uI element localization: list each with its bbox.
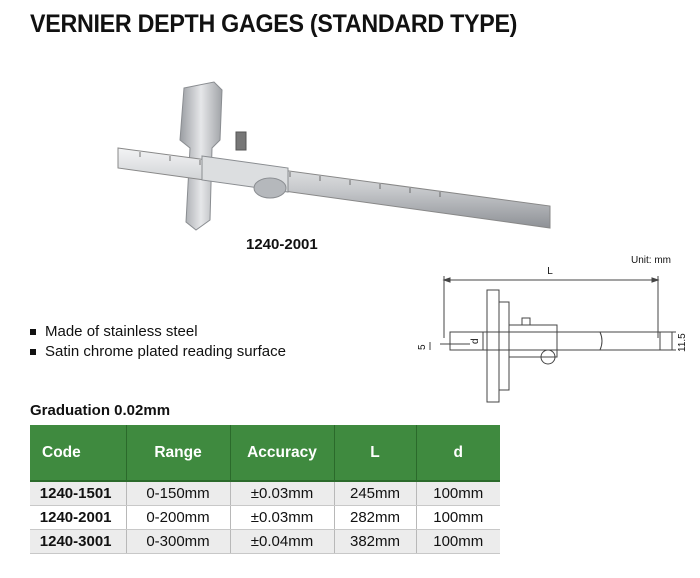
table-header-row: Code Range Accuracy L d [30,425,500,482]
table-row: 1240-2001 0-200mm ±0.03mm 282mm 100mm [30,505,500,530]
feature-list: Made of stainless steel Satin chrome pla… [30,322,286,362]
cell-d: 100mm [416,481,500,506]
bullet-square-icon [30,329,36,335]
cell-code: 1240-1501 [30,481,127,506]
base-plate [486,289,500,403]
feature-item: Satin chrome plated reading surface [30,342,286,362]
product-image [117,81,551,231]
bullet-square-icon [30,349,36,355]
cell-l: 245mm [334,481,417,506]
cell-accuracy: ±0.03mm [230,481,335,506]
cell-accuracy: ±0.03mm [230,505,335,530]
dim-l-text: L [547,266,553,277]
cell-accuracy: ±0.04mm [230,529,335,554]
header-code: Code [30,425,127,482]
cell-d: 100mm [416,505,500,530]
table-row: 1240-1501 0-150mm ±0.03mm 245mm 100mm [30,481,500,506]
spec-table: Code Range Accuracy L d 1240-1501 0-150m… [30,425,500,554]
cell-range: 0-300mm [126,529,231,554]
cell-l: 282mm [334,505,417,530]
dim-5-text: 5 [417,344,428,350]
product-model-label: 1240-2001 [246,236,318,253]
table-row: 1240-3001 0-300mm ±0.04mm 382mm 100mm [30,529,500,554]
header-l: L [334,425,417,482]
cell-code: 1240-2001 [30,505,127,530]
cell-range: 0-200mm [126,505,231,530]
cell-l: 382mm [334,529,417,554]
dim-d-text: d [470,338,481,344]
feature-item: Made of stainless steel [30,322,286,342]
header-d: d [416,425,500,482]
header-accuracy: Accuracy [230,425,335,482]
header-range: Range [126,425,231,482]
beam [449,331,661,351]
page-title: VERNIER DEPTH GAGES (STANDARD TYPE) [30,10,518,38]
cell-d: 100mm [416,529,500,554]
cell-code: 1240-3001 [30,529,127,554]
feature-text: Made of stainless steel [45,323,198,340]
cell-range: 0-150mm [126,481,231,506]
feature-text: Satin chrome plated reading surface [45,343,286,360]
graduation-label: Graduation 0.02mm [30,402,171,419]
unit-label: Unit: mm [631,255,671,266]
dim-11-5-text: 11.5 [677,333,688,352]
technical-drawing: L d 5 11.5 [417,266,688,403]
